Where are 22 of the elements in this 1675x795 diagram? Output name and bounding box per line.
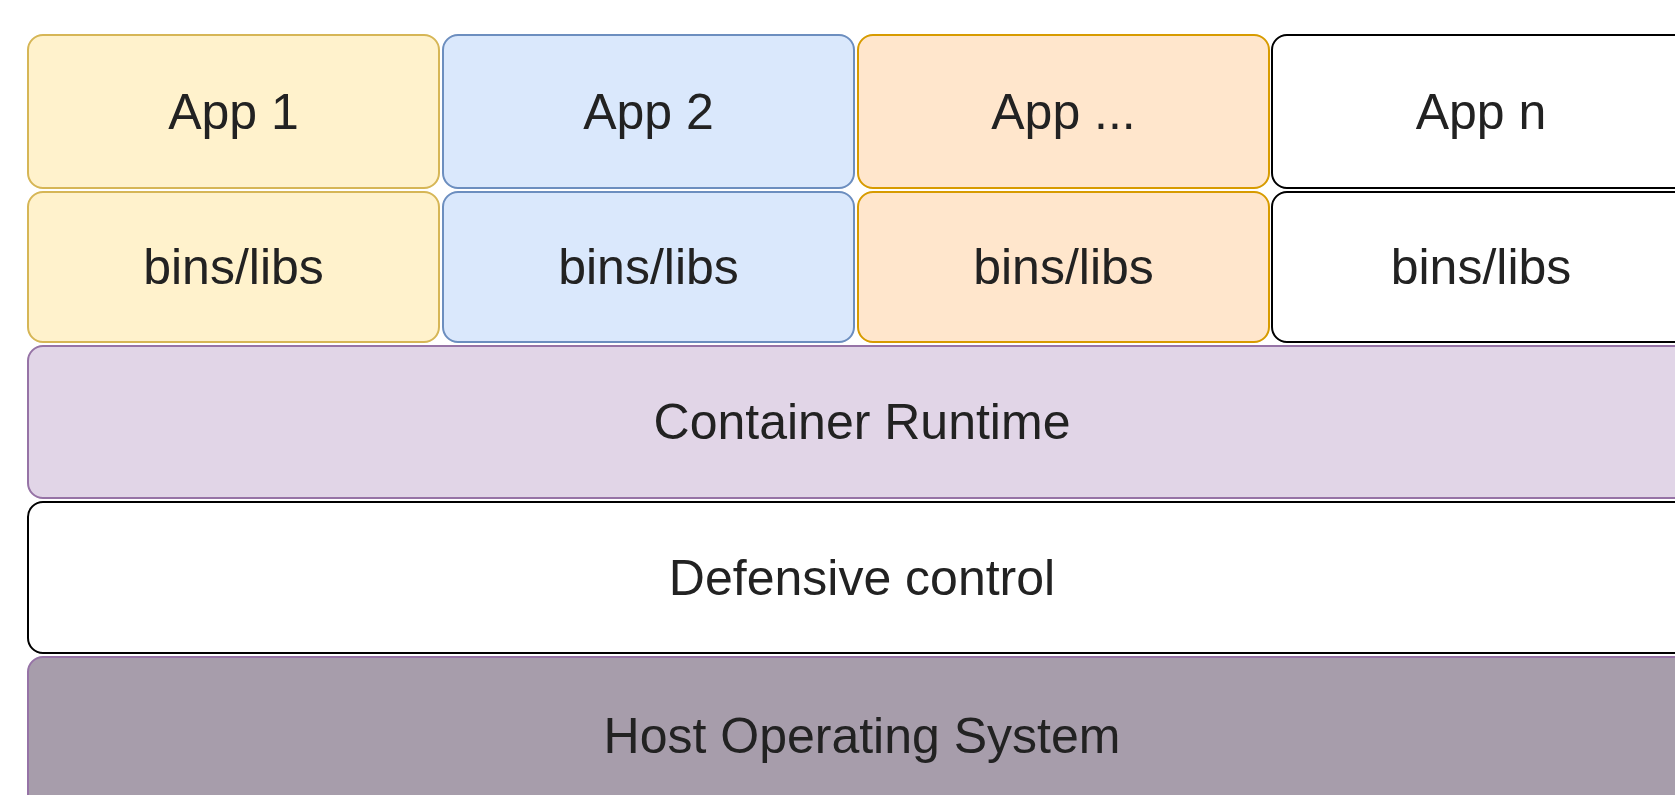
library-layer-box <box>857 191 1270 343</box>
layer-label: Container Runtime <box>653 393 1071 451</box>
app-layer-box <box>1271 34 1675 189</box>
app-layer-box <box>27 34 440 189</box>
runtime-layer-box <box>27 345 1675 499</box>
app-layer-box <box>857 34 1270 189</box>
layer-label: bins/libs <box>558 238 739 296</box>
layer-label: App 2 <box>583 82 714 141</box>
library-layer-box <box>1271 191 1675 343</box>
os-layer-box <box>27 656 1675 795</box>
layer-label: bins/libs <box>143 238 324 296</box>
app-layer-box <box>442 34 855 189</box>
library-layer-box <box>27 191 440 343</box>
layer-label: App 1 <box>168 82 299 141</box>
layer-label: bins/libs <box>1390 238 1572 296</box>
control-layer-box <box>27 501 1675 654</box>
layer-label: bins/libs <box>973 238 1154 296</box>
layer-label: Host Operating System <box>603 707 1121 765</box>
layer-label: Defensive control <box>668 548 1056 607</box>
library-layer-box <box>442 191 855 343</box>
layer-label: App ... <box>991 82 1136 141</box>
layer-label: App n <box>1415 82 1547 141</box>
